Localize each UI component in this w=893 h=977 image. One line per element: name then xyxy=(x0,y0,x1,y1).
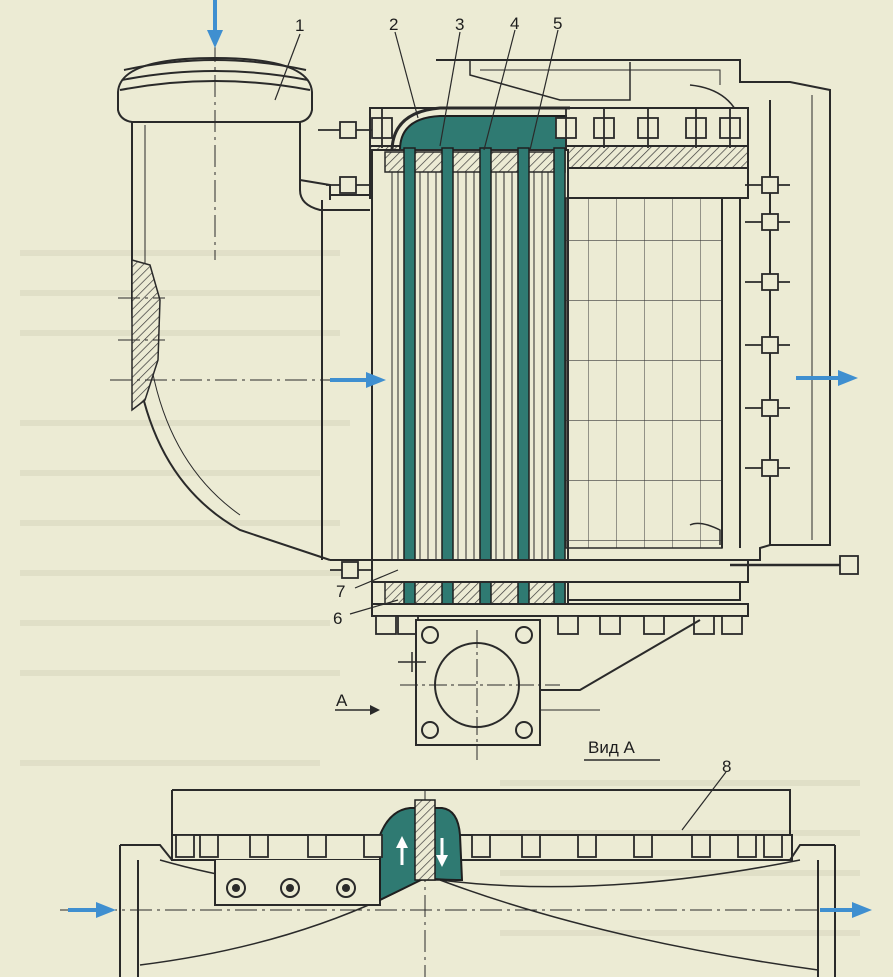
tube-4 xyxy=(517,147,530,609)
outlet-arrow xyxy=(796,370,858,386)
view-a-housing xyxy=(119,789,836,977)
view-a-inlet-arrow xyxy=(68,902,116,918)
tube-5 xyxy=(553,147,566,609)
callout-2: 2 xyxy=(389,15,398,34)
bottom-plate xyxy=(371,559,749,617)
coolant-header-top xyxy=(399,115,567,153)
outlet-flange xyxy=(415,619,701,746)
callout-8: 8 xyxy=(722,757,731,776)
bolt xyxy=(685,108,707,148)
view-a-center-lines xyxy=(60,790,850,977)
tube-1 xyxy=(403,147,416,609)
bolt xyxy=(371,108,393,148)
tube-2 xyxy=(441,147,454,609)
callout-1: 1 xyxy=(295,16,304,35)
callout-4: 4 xyxy=(510,14,519,33)
view-label: Вид А xyxy=(588,738,635,757)
flow-arrows-lower xyxy=(68,902,872,918)
cooling-tubes xyxy=(403,147,566,609)
bolt xyxy=(555,108,577,148)
tube-fins xyxy=(391,172,549,582)
view-a-partition-wall xyxy=(414,799,436,881)
studs-right xyxy=(730,176,859,575)
bolt xyxy=(637,108,659,148)
view-a-internal-arrows xyxy=(396,836,448,867)
cooler-core-grid xyxy=(565,197,741,549)
bolts-bottom-row xyxy=(375,615,743,635)
inlet-arrow xyxy=(207,0,223,48)
background-bleed-text xyxy=(20,250,860,936)
bolt xyxy=(593,108,615,148)
center-lines xyxy=(110,40,330,381)
studs-left xyxy=(318,121,372,579)
callout-leaders xyxy=(274,29,727,831)
view-a-outlet-arrow xyxy=(820,902,872,918)
view-direction-label: А xyxy=(336,691,348,710)
callout-3: 3 xyxy=(455,15,464,34)
tube-3 xyxy=(479,147,492,609)
view-a-arrow xyxy=(335,705,380,715)
bolts-top-row xyxy=(371,108,741,148)
flange-center-lines xyxy=(400,630,560,760)
callout-5: 5 xyxy=(553,14,562,33)
callout-6: 6 xyxy=(333,609,342,628)
bolt xyxy=(719,108,741,148)
header-cover xyxy=(390,106,570,153)
inlet-elbow-pipe xyxy=(117,56,372,561)
tube-bundle xyxy=(371,149,569,606)
view-mark xyxy=(398,652,426,672)
view-a-bolts xyxy=(175,834,783,858)
through-arrow xyxy=(330,372,386,388)
flow-arrows-upper xyxy=(207,0,858,388)
callout-7: 7 xyxy=(336,582,345,601)
